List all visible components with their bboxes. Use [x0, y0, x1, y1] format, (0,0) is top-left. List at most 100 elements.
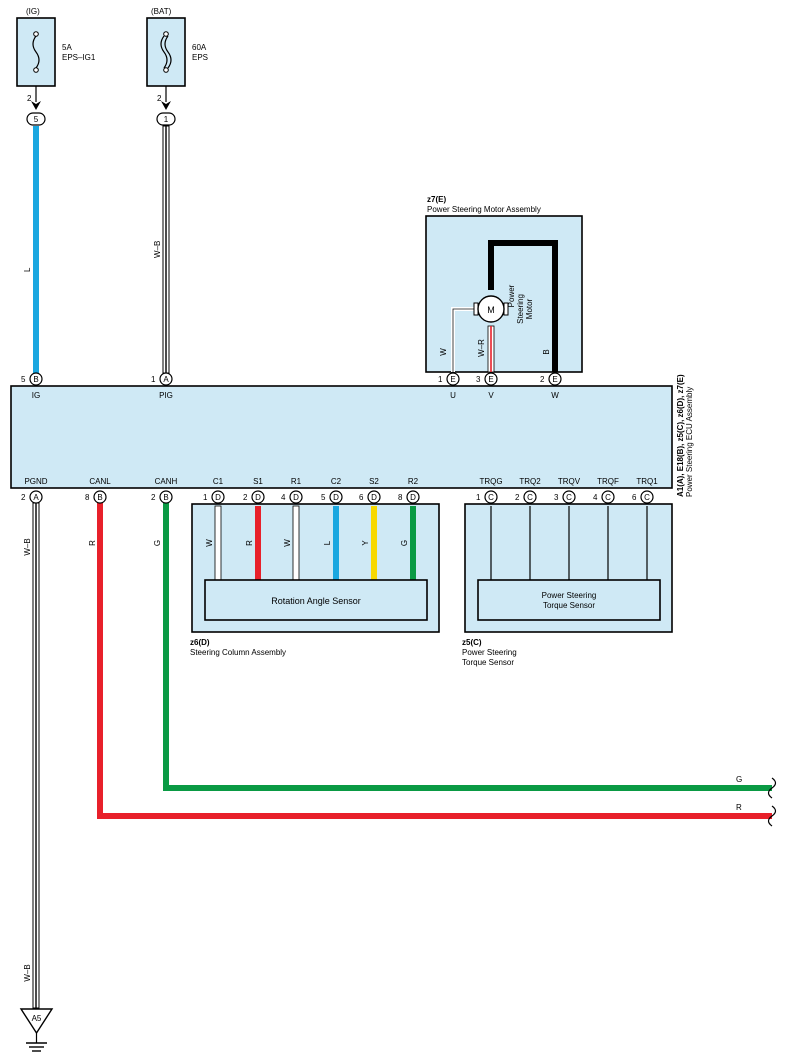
pin-label-c2: C2 — [331, 477, 342, 486]
fuse-eps-ig1: (IG) 5A EPS–IG1 2 5 — [16, 7, 96, 126]
fuse-ig-name: EPS–IG1 — [62, 53, 96, 62]
motor-label-2: Steering — [516, 294, 525, 324]
svg-text:2: 2 — [151, 493, 156, 502]
pin-w: E2 — [540, 372, 562, 386]
pin-trqv: C3 — [554, 490, 576, 504]
pin-ig: B5 — [21, 372, 43, 386]
fuse-bat-name: EPS — [192, 53, 208, 62]
pin-trqg: C1 — [476, 490, 498, 504]
torque-sensor-title-1: Power Steering — [462, 648, 517, 657]
fuse-ig-rating: 5A — [62, 43, 72, 52]
fuse-icon — [160, 35, 172, 69]
wire-c2 — [333, 506, 339, 580]
motor-title: Power Steering Motor Assembly — [427, 205, 541, 214]
wire-pig-color: W–B — [153, 241, 162, 258]
svg-text:5: 5 — [321, 493, 326, 502]
ecu-bottom-pins: PGNDA2CANLB8CANHB2C1D1S1D2R1D4C2D5S2D6R2… — [21, 477, 658, 504]
pin-label-c1: C1 — [213, 477, 224, 486]
rotation-sensor-code: z6(D) — [190, 638, 210, 647]
wire-motor-b — [488, 240, 558, 372]
ecu-title: Power Steering ECU Assembly — [685, 387, 694, 497]
wire-r1-color: W — [283, 539, 292, 547]
wire-motor-w — [452, 308, 476, 372]
svg-text:2: 2 — [540, 375, 545, 384]
ground-label: A5 — [32, 1014, 42, 1023]
svg-text:D: D — [215, 493, 221, 502]
ecu-connector-codes: A1(A), E18(B), z5(C), z6(D), z7(E) — [676, 374, 685, 497]
rotation-sensor-title: Steering Column Assembly — [190, 648, 286, 657]
torque-sensor: Power Steering Torque Sensor z5(C) Power… — [462, 503, 673, 667]
wire-ig — [33, 126, 39, 373]
pin-label-v: V — [488, 391, 494, 400]
motor-wire-b-label: B — [542, 349, 551, 354]
svg-text:1: 1 — [476, 493, 481, 502]
wire-canl — [97, 503, 772, 819]
pin-label-pig: PIG — [159, 391, 173, 400]
pin-label-w: W — [551, 391, 559, 400]
ground-point: A5 — [19, 1008, 54, 1052]
pin-pgnd: A2 — [21, 490, 43, 504]
torque-sensor-label-2: Torque Sensor — [543, 601, 595, 610]
wire-canl-right-color: R — [736, 803, 742, 812]
pin-pig: A1 — [151, 372, 173, 386]
svg-text:D: D — [293, 493, 299, 502]
svg-text:6: 6 — [632, 493, 637, 502]
wire-canh-color: G — [153, 540, 162, 546]
pin-r2: D8 — [398, 490, 420, 504]
wire-s2 — [371, 506, 377, 580]
pin-label-r2: R2 — [408, 477, 419, 486]
motor-icon — [477, 295, 505, 323]
motor-wire-w-label: W — [439, 348, 448, 356]
pin-trq2: C2 — [515, 490, 537, 504]
wire-s1-color: R — [245, 540, 254, 546]
pin-label-s1: S1 — [253, 477, 263, 486]
motor-wire-wr-label: W–R — [477, 339, 486, 357]
pin-label-s2: S2 — [369, 477, 379, 486]
fuse-bat-rating: 60A — [192, 43, 207, 52]
wire-canl-color: R — [88, 540, 97, 546]
torque-sensor-title-2: Torque Sensor — [462, 658, 514, 667]
fuse-icon — [32, 35, 40, 69]
ecu-box — [10, 385, 673, 489]
wire-break-icon — [767, 805, 777, 827]
svg-text:A: A — [163, 375, 169, 384]
svg-text:D: D — [410, 493, 416, 502]
svg-text:C: C — [488, 493, 494, 502]
motor-assembly: z7(E) Power Steering Motor Assembly M Po… — [425, 195, 583, 373]
wire-c1 — [214, 505, 222, 581]
rotation-sensor-label: Rotation Angle Sensor — [271, 596, 361, 606]
svg-text:C: C — [527, 493, 533, 502]
motor-code: z7(E) — [427, 195, 446, 204]
svg-text:5: 5 — [21, 375, 26, 384]
ground-icon — [19, 1008, 54, 1035]
pin-s1: D2 — [243, 490, 265, 504]
wire-pgnd-color-lower: W–B — [23, 964, 32, 981]
pin-r1: D4 — [281, 490, 303, 504]
svg-text:D: D — [255, 493, 261, 502]
wire-r2 — [410, 506, 416, 580]
junction-bat-connector: 1 — [164, 115, 169, 124]
svg-text:E: E — [552, 375, 557, 384]
svg-text:2: 2 — [243, 493, 248, 502]
pin-trqf: C4 — [593, 490, 615, 504]
svg-text:C: C — [566, 493, 572, 502]
pin-label-u: U — [450, 391, 456, 400]
svg-text:4: 4 — [593, 493, 598, 502]
svg-text:B: B — [163, 493, 168, 502]
pin-c1: D1 — [203, 490, 225, 504]
motor-label-3: Motor — [525, 298, 534, 319]
pin-c2: D5 — [321, 490, 343, 504]
pin-label-trqg: TRQG — [479, 477, 502, 486]
wire-break-icon — [767, 777, 777, 799]
svg-text:8: 8 — [398, 493, 403, 502]
svg-text:A: A — [33, 493, 39, 502]
wire-r2-color: G — [400, 540, 409, 546]
wire-c1-color: W — [205, 539, 214, 547]
svg-text:1: 1 — [438, 375, 443, 384]
wire-canh — [163, 503, 772, 791]
svg-text:1: 1 — [203, 493, 208, 502]
rotation-angle-sensor: W R W L Y G Rotation Angle Sensor z6(D) … — [190, 503, 440, 657]
fuse-bat-pin: 2 — [157, 94, 162, 103]
pin-trq1: C6 — [632, 490, 654, 504]
